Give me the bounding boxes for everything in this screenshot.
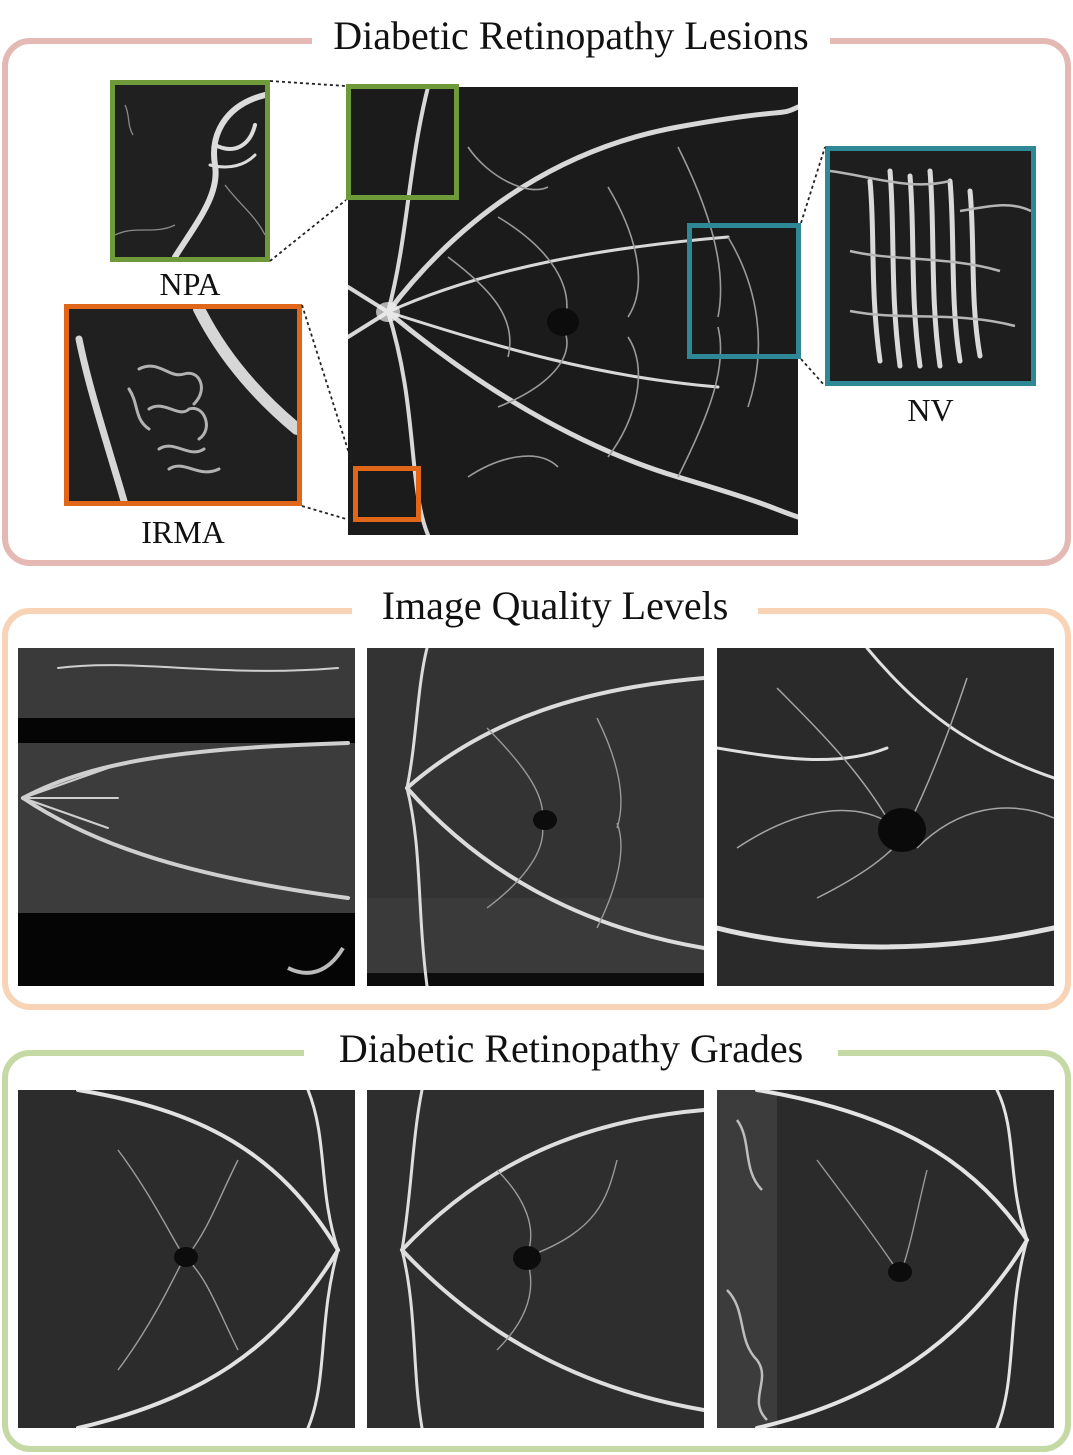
quality-image-1 <box>18 648 355 986</box>
npa-zoom-image <box>110 80 270 262</box>
npa-region-box <box>346 84 459 200</box>
quality-image-3 <box>717 648 1054 986</box>
nv-region-box <box>687 223 801 359</box>
irma-label: IRMA <box>141 514 225 550</box>
quality-image-2 <box>367 648 704 986</box>
nv-zoom-image <box>825 146 1036 386</box>
grade-image-2 <box>367 1090 704 1428</box>
grade-image-1 <box>18 1090 355 1428</box>
lesions-panel-title: Diabetic Retinopathy Lesions <box>312 14 830 58</box>
nv-label: NV <box>907 392 954 428</box>
grade-image-3 <box>717 1090 1054 1428</box>
npa-label: NPA <box>159 266 221 302</box>
irma-zoom-image <box>64 304 302 506</box>
quality-panel-title: Image Quality Levels <box>352 584 758 628</box>
irma-region-box <box>353 466 421 522</box>
main-octa-image <box>348 87 798 535</box>
grades-panel-title: Diabetic Retinopathy Grades <box>304 1027 838 1071</box>
